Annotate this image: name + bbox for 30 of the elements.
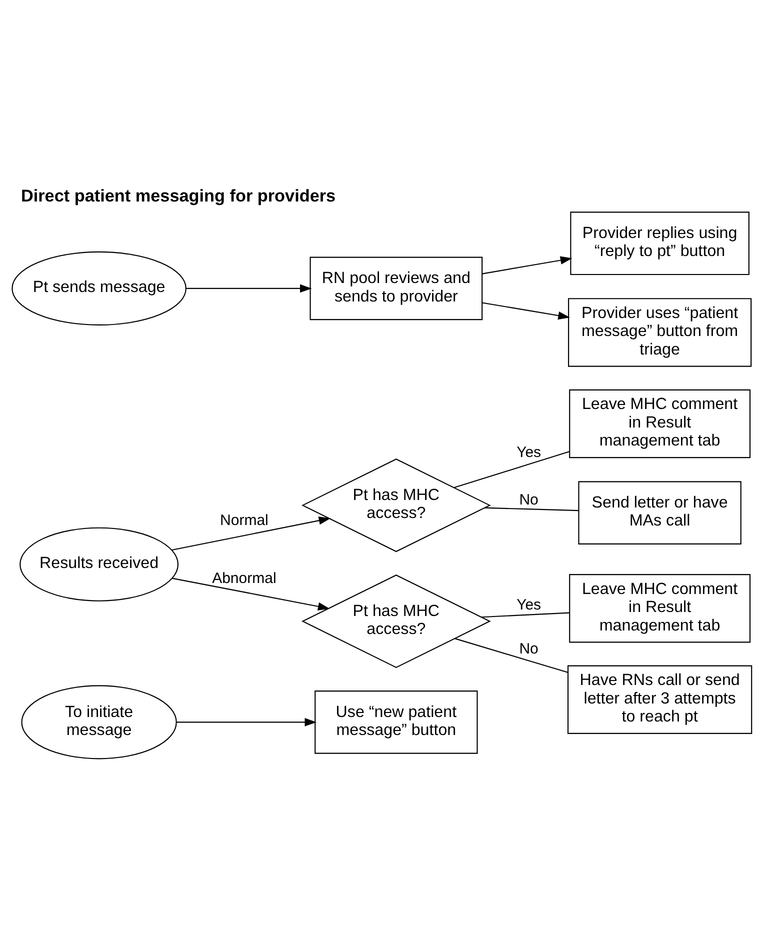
node-box: Leave MHC comment in Result management tab: [569, 389, 751, 458]
edge-label: Yes: [516, 444, 542, 462]
edge-label: Abnormal: [212, 570, 276, 587]
node-ellipse: To initiate message: [21, 685, 177, 760]
connector: [454, 451, 570, 488]
connector: [481, 612, 570, 618]
node-diamond: Pt has MHC access?: [301, 458, 491, 552]
arrow: [172, 516, 331, 551]
node-box: Send letter or have MAs call: [578, 481, 742, 544]
edge-label: No: [519, 640, 538, 658]
arrow: [482, 256, 572, 274]
connector: [454, 638, 568, 673]
node-box: Provider uses “patient message” button from triage: [568, 298, 752, 367]
edge-label: Yes: [516, 596, 542, 614]
arrow: [482, 302, 570, 320]
node-box: Use “new patient message” button: [314, 690, 478, 754]
node-ellipse: Results received: [20, 527, 179, 602]
node-box: Have RNs call or send letter after 3 attempts to reach pt: [567, 665, 752, 734]
diagram-title: Direct patient messaging for providers: [20, 185, 336, 206]
arrow: [176, 718, 317, 726]
edge-label: No: [519, 491, 538, 508]
node-ellipse: Pt sends message: [12, 251, 186, 326]
node-box: Leave MHC comment in Result management tab: [569, 574, 751, 643]
node-box: Provider replies using “reply to pt” button: [570, 212, 750, 276]
node-box: RN pool reviews and sends to provider: [310, 256, 483, 320]
edge-label: Normal: [220, 512, 268, 529]
node-diamond: Pt has MHC access?: [301, 574, 491, 668]
connector: [484, 507, 578, 512]
arrow: [172, 578, 330, 610]
arrow: [186, 284, 312, 293]
